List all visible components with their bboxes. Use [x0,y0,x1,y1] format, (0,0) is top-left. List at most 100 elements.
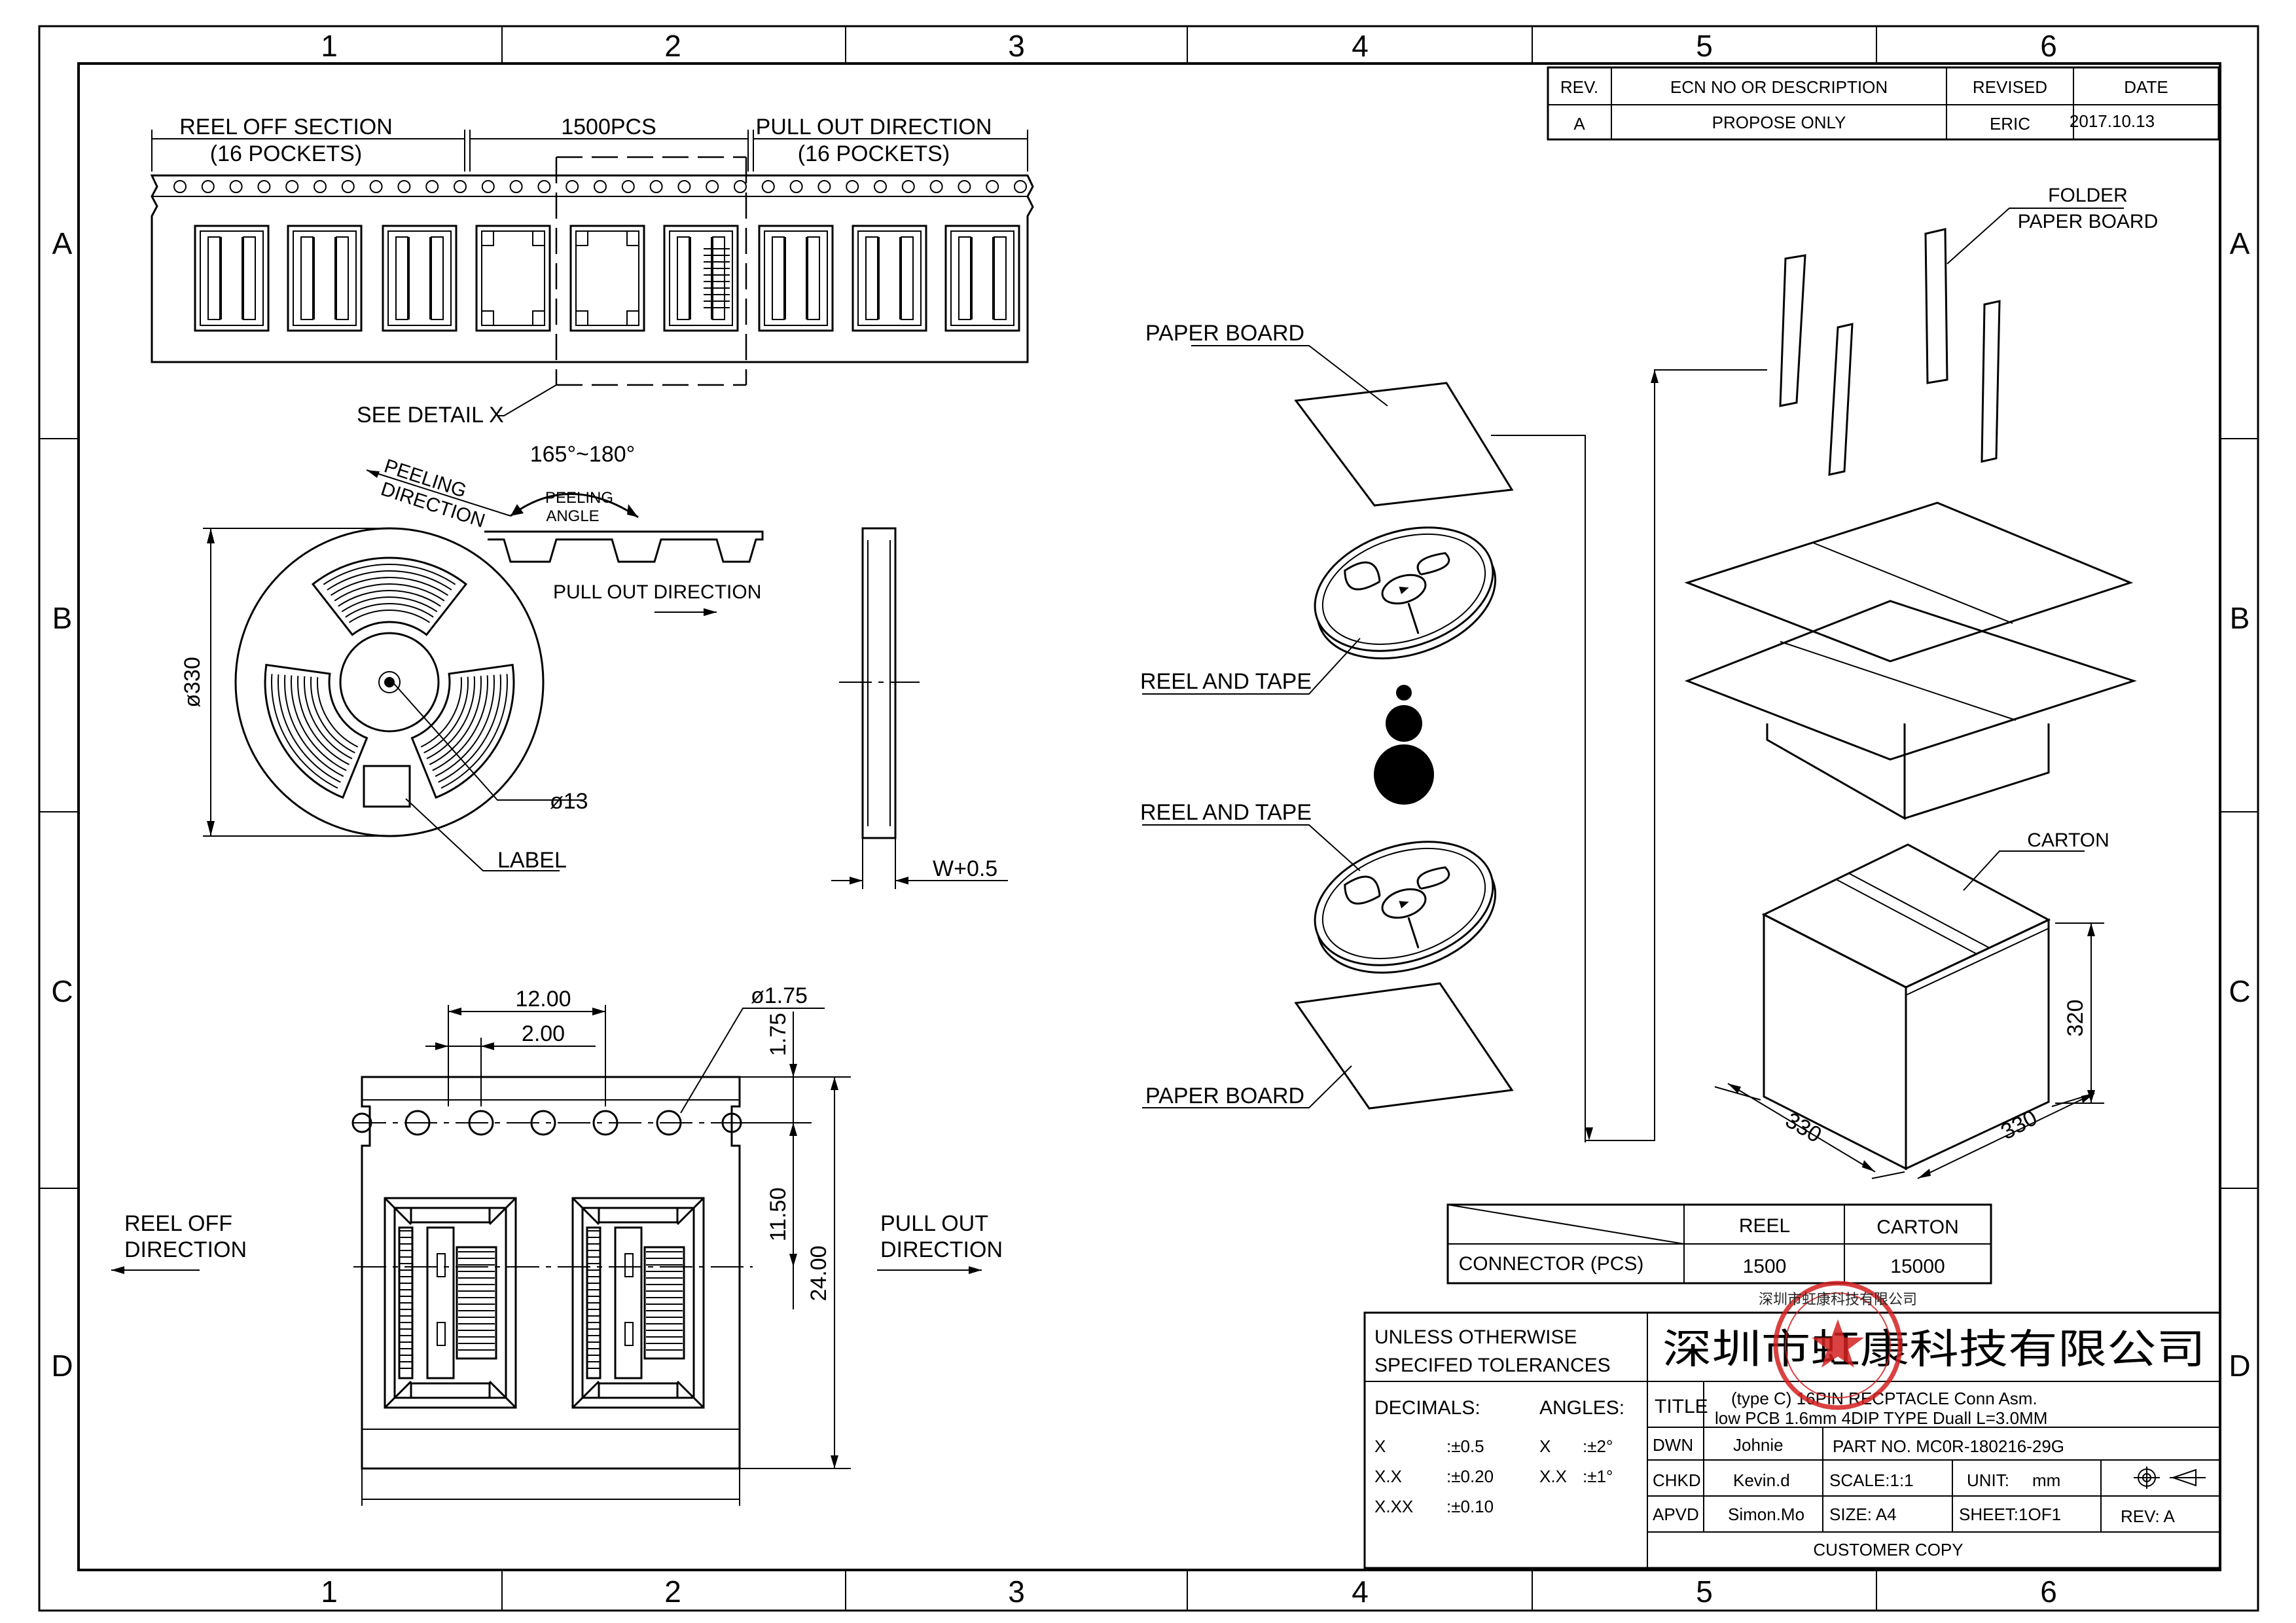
folder-label-1: FOLDER [2048,185,2128,206]
size-value: SIZE: A4 [1829,1504,1897,1524]
chkd-label: CHKD [1653,1470,1701,1490]
pull-out-pockets-label: (16 POCKETS) [798,141,950,166]
sprocket-hole [173,180,187,193]
reel-and-tape-label-1: REEL AND TAPE [1140,669,1312,694]
rev-value: A [1573,114,1585,134]
row-label-left-a: A [52,227,73,261]
paper-board-bottom-label: PAPER BOARD [1145,1084,1304,1108]
folder-label-2: PAPER BOARD [2018,211,2159,232]
tape-width-dim: 24.00 [806,1245,831,1301]
pull-out-direction-label: PULL OUT DIRECTION [756,115,992,139]
reel-off-section-label: REEL OFF SECTION [179,115,393,139]
col-label-bottom-1: 1 [321,1575,338,1609]
rev-header: REV. [1560,77,1598,97]
customer-copy: CUSTOMER COPY [1813,1540,1963,1559]
tape-pocket [569,225,645,332]
tape-pocket [944,225,1020,332]
quantity-table: REEL CARTON CONNECTOR (PCS) 1500 15000 [1446,1203,1992,1285]
sprocket-hole [257,180,271,193]
title-line1: (type C) 16PIN RECPTACLE Conn Asm. [1731,1389,2037,1408]
reel-window [264,663,368,799]
sprocket-hole [901,180,915,193]
col-label-top-5: 5 [1696,29,1713,63]
title-block: UNLESS OTHERWISE SPECIFED TOLERANCES DEC… [1363,1311,2221,1569]
carrier-tape-strip: REEL OFF SECTION (16 POCKETS) 1500PCS PU… [150,115,1034,428]
sprocket-hole [649,180,663,193]
dwn-label: DWN [1653,1435,1693,1455]
decimals-label: DECIMALS: [1374,1397,1480,1419]
rev-value-block: REV: A [2121,1506,2176,1526]
paper-board-top-label: PAPER BOARD [1145,321,1304,346]
sprocket-hole [425,180,439,193]
edge-dim: 1.75 [766,1013,791,1056]
sprocket-hole [761,180,775,193]
ang-xx-value: :±1° [1583,1467,1613,1486]
tolerance-line2: SPECIFED TOLERANCES [1374,1355,1611,1376]
tape-pocket [852,225,927,332]
stamp-text: 深圳市虹康科技有限公司 [1759,1291,1917,1307]
part-number: PART NO. MC0R-180216-29G [1833,1436,2064,1456]
sprocket-hole [677,180,691,193]
pull-out-text-2: DIRECTION [880,1237,1003,1262]
col-label-bottom-5: 5 [1696,1575,1713,1609]
unit-value: mm [2032,1470,2060,1490]
sprocket-hole [201,180,215,193]
reel-off-text-1: REEL OFF [124,1211,232,1236]
sprocket-hole [1014,180,1027,193]
packed-reel [1314,841,1497,974]
scale-value: SCALE:1:1 [1829,1470,1914,1490]
sprocket-hole [454,180,467,193]
pull-out-text-1: PULL OUT [880,1211,988,1236]
connector-pocket [384,1197,517,1409]
ecn-value: PROPOSE ONLY [1712,113,1846,132]
reel-off-pockets-label: (16 POCKETS) [210,141,362,166]
date-value: 2017.10.13 [2070,111,2155,131]
qty-carton-value: 15000 [1890,1256,1945,1277]
reel-and-tape-label-2: REEL AND TAPE [1140,800,1312,825]
sprocket-hole [706,180,719,193]
sprocket-hole [537,180,551,193]
peeling-angle-line2: ANGLE [546,507,599,525]
row-label-right-a: A [2230,227,2250,261]
sprocket-hole [846,180,859,193]
pitch-dim: 12.00 [515,987,571,1012]
revised-value: ERIC [1990,114,2030,134]
apvd-label: APVD [1653,1504,1699,1524]
detail-x: 12.00 2.00 ø1.75 1.75 11.50 24.00 REEL O… [111,983,1003,1506]
reel-side-view: W+0.5 [831,527,1008,889]
projection-symbol-icon [2134,1467,2206,1489]
company-stamp-seal: 深圳市虹康科技有限公司 [1759,1281,1917,1410]
row-label-left-c: C [51,974,73,1008]
tape-pocket [382,225,457,332]
sprocket-hole [285,180,299,193]
col-label-bottom-6: 6 [2040,1575,2057,1609]
sprocket-hole [621,180,635,193]
row-label-right-b: B [2230,601,2250,635]
date-header: DATE [2124,77,2168,97]
carton-height-dim: 320 [2063,1000,2088,1037]
sprocket-hole [397,180,411,193]
packing-exploded-view: PAPER BOARD REEL AND TAPE REEL AND TAPE … [1140,185,2159,1179]
tol-xxx-value: :±0.10 [1446,1497,1494,1516]
unit-label: UNIT: [1967,1470,2009,1490]
ang-x: X [1539,1436,1551,1456]
sprocket-hole [481,180,495,193]
col-label-bottom-4: 4 [1352,1575,1369,1609]
ang-xx: X.X [1539,1467,1567,1486]
tape-pocket [475,225,551,332]
qty-reel-value: 1500 [1743,1256,1787,1277]
peeling-angle-line1: PEELING [545,489,613,507]
pull-out-direction-text: PULL OUT DIRECTION [553,581,761,603]
sprocket-hole [565,180,579,193]
side-width-label: W+0.5 [933,856,997,881]
company-name: 深圳市虹康科技有限公司 [1662,1327,2206,1372]
dwn-value: Johnie [1733,1435,1784,1455]
col-label-top-2: 2 [664,29,681,63]
tol-xx-value: :±0.20 [1446,1467,1494,1486]
tape-pocket [194,225,270,332]
revised-header: REVISED [1973,77,2047,97]
tape-pocket [758,225,834,332]
sprocket-hole [874,180,887,193]
title-label: TITLE [1655,1396,1708,1417]
